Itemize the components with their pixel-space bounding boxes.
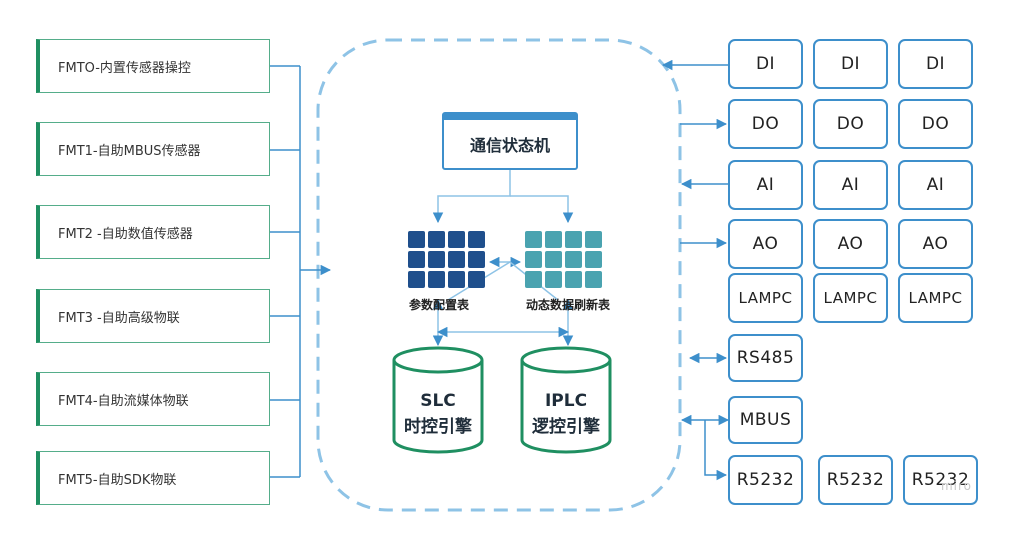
table-cell bbox=[565, 271, 582, 288]
lampc-box-1: LAMPC bbox=[813, 273, 888, 323]
ai-box-1: AI bbox=[813, 160, 888, 210]
slc-cylinder bbox=[392, 346, 484, 454]
table-cell bbox=[408, 271, 425, 288]
rs232-box-2: R5232 bbox=[903, 455, 978, 505]
slc-line1: SLC bbox=[420, 391, 456, 411]
di-box-0: DI bbox=[728, 39, 803, 89]
io-connectors bbox=[661, 59, 730, 481]
di-box-2: DI bbox=[898, 39, 973, 89]
table-cell bbox=[545, 271, 562, 288]
param-table-icon bbox=[408, 231, 485, 288]
table-cell bbox=[585, 271, 602, 288]
table-cell bbox=[468, 251, 485, 268]
fmt-item-4: FMT4-自助流媒体物联 bbox=[36, 372, 270, 426]
rs232-box-1: R5232 bbox=[818, 455, 893, 505]
table-cell bbox=[448, 231, 465, 248]
fmt-item-1: FMT1-自助MBUS传感器 bbox=[36, 122, 270, 176]
state-machine-box: 通信状态机 bbox=[442, 112, 578, 170]
lampc-box-0: LAMPC bbox=[728, 273, 803, 323]
di-box-1: DI bbox=[813, 39, 888, 89]
ao-box-2: AO bbox=[898, 219, 973, 269]
table-cell bbox=[468, 271, 485, 288]
table-cell bbox=[525, 231, 542, 248]
table-cell bbox=[448, 251, 465, 268]
lampc-box-2: LAMPC bbox=[898, 273, 973, 323]
slc-line2: 时控引擎 bbox=[404, 417, 472, 437]
ao-box-0: AO bbox=[728, 219, 803, 269]
fmt-item-5: FMT5-自助SDK物联 bbox=[36, 451, 270, 505]
table-cell bbox=[565, 231, 582, 248]
ai-box-0: AI bbox=[728, 160, 803, 210]
do-box-1: DO bbox=[813, 99, 888, 149]
table-cell bbox=[408, 231, 425, 248]
slc-label: SLC 时控引擎 bbox=[394, 388, 482, 440]
fmt-item-0: FMTO-内置传感器操控 bbox=[36, 39, 270, 93]
fmt-bus-lines bbox=[270, 65, 332, 478]
table-cell bbox=[428, 271, 445, 288]
iplc-cylinder bbox=[520, 346, 612, 454]
table-cell bbox=[565, 251, 582, 268]
do-box-0: DO bbox=[728, 99, 803, 149]
fmt-item-2: FMT2 -自助数值传感器 bbox=[36, 205, 270, 259]
ai-box-2: AI bbox=[898, 160, 973, 210]
do-box-2: DO bbox=[898, 99, 973, 149]
iplc-line1: IPLC bbox=[544, 391, 588, 411]
iplc-line2: 逻控引擎 bbox=[532, 417, 600, 437]
mbus-box: MBUS bbox=[728, 396, 803, 444]
table-cell bbox=[448, 271, 465, 288]
table-cell bbox=[545, 251, 562, 268]
table-cell bbox=[408, 251, 425, 268]
table-cell bbox=[428, 231, 445, 248]
table-cell bbox=[585, 251, 602, 268]
dynamic-table-icon bbox=[525, 231, 602, 288]
rs485-box: RS485 bbox=[728, 334, 803, 382]
rs232-box-0: R5232 bbox=[728, 455, 803, 505]
table-cell bbox=[525, 271, 542, 288]
table-cell bbox=[468, 231, 485, 248]
dynamic-table-label: 动态数据刷新表 bbox=[525, 298, 610, 312]
table-cell bbox=[525, 251, 542, 268]
ao-box-1: AO bbox=[813, 219, 888, 269]
iplc-label: IPLC 逻控引擎 bbox=[522, 388, 610, 440]
fmt-item-3: FMT3 -自助高级物联 bbox=[36, 289, 270, 343]
core-container bbox=[316, 38, 682, 512]
table-cell bbox=[428, 251, 445, 268]
table-cell bbox=[585, 231, 602, 248]
table-cell bbox=[545, 231, 562, 248]
param-table-label: 参数配置表 bbox=[408, 298, 469, 312]
miro-watermark: miro bbox=[940, 479, 972, 493]
